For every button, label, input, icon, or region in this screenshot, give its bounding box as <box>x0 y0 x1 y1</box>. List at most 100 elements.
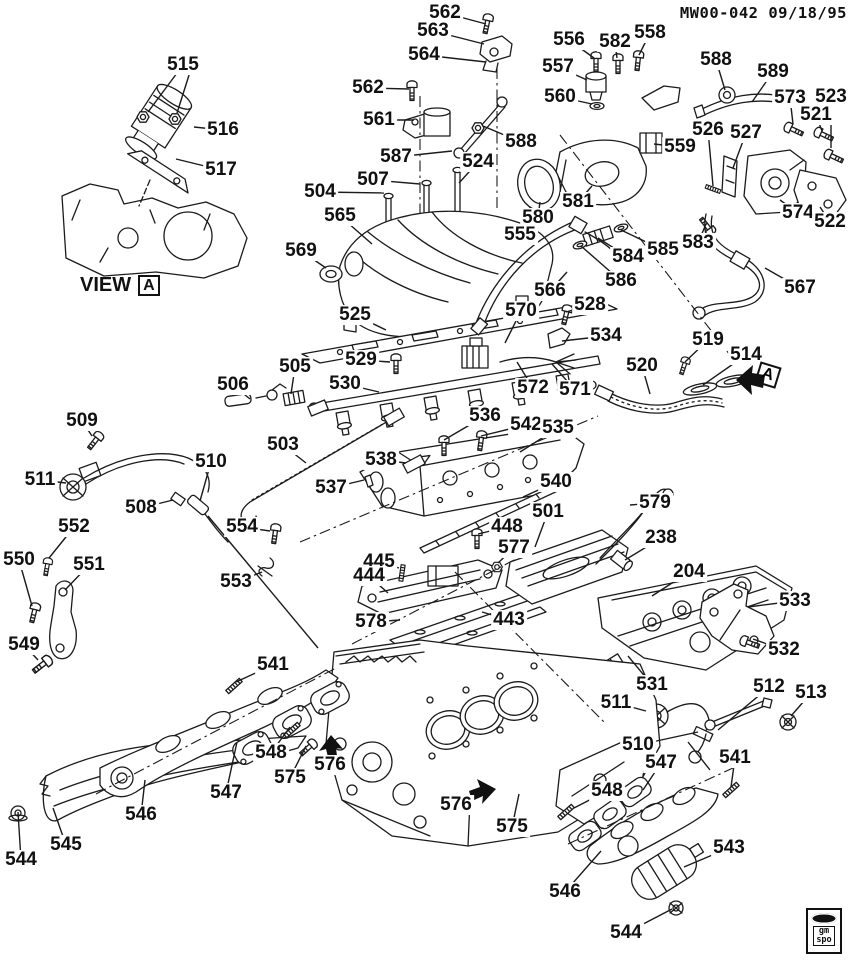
part-label-562: 562 <box>427 2 463 24</box>
part-label-543: 543 <box>711 837 747 859</box>
part-label-519: 519 <box>690 329 726 351</box>
part-label-560: 560 <box>542 86 578 108</box>
part-label-503: 503 <box>265 434 301 456</box>
part-label-555: 555 <box>502 224 538 246</box>
part-label-581: 581 <box>560 191 596 213</box>
part-label-576: 576 <box>438 794 474 816</box>
part-label-511: 511 <box>598 692 634 714</box>
part-label-559: 559 <box>662 136 698 158</box>
part-label-544: 544 <box>3 849 39 871</box>
part-label-510: 510 <box>620 734 656 756</box>
part-label-562: 562 <box>350 77 386 99</box>
part-label-523: 523 <box>813 86 849 108</box>
throttle-body-art <box>517 49 847 320</box>
part-label-573: 573 <box>772 87 808 109</box>
egr-valve-view-a-art <box>61 83 248 279</box>
part-label-584: 584 <box>610 246 646 268</box>
drawing-code: MW00-042 <box>679 4 759 22</box>
part-label-557: 557 <box>540 56 576 78</box>
part-label-504: 504 <box>302 181 338 203</box>
part-label-576: 576 <box>312 754 348 776</box>
part-label-530: 530 <box>327 373 363 395</box>
axis-line <box>299 415 599 543</box>
gm-spo-text: gm spo <box>813 926 835 946</box>
part-label-578: 578 <box>353 611 389 633</box>
part-label-585: 585 <box>645 239 681 261</box>
gm-oval-logo-icon <box>811 913 837 924</box>
part-label-544: 544 <box>608 922 644 944</box>
part-label-448: 448 <box>489 516 525 538</box>
axis-line <box>559 134 741 369</box>
part-label-526: 526 <box>690 119 726 141</box>
part-label-556: 556 <box>551 29 587 51</box>
part-label-204: 204 <box>671 561 707 583</box>
part-label-536: 536 <box>467 405 503 427</box>
part-label-238: 238 <box>643 527 679 549</box>
drawing-number: MW00-042 09/18/95 <box>680 4 847 22</box>
part-label-547: 547 <box>643 752 679 774</box>
part-label-520: 520 <box>624 355 660 377</box>
part-label-546: 546 <box>123 804 159 826</box>
view-a-caption: VIEW A <box>80 274 160 297</box>
part-label-516: 516 <box>205 119 241 141</box>
part-label-550: 550 <box>1 549 37 571</box>
part-label-589: 589 <box>755 61 791 83</box>
part-label-587: 587 <box>378 146 414 168</box>
part-label-535: 535 <box>540 417 576 439</box>
part-label-547: 547 <box>208 782 244 804</box>
part-label-566: 566 <box>532 280 568 302</box>
part-label-541: 541 <box>717 747 753 769</box>
map-sensor-cluster-art <box>402 12 513 159</box>
part-label-553: 553 <box>218 571 254 593</box>
part-label-532: 532 <box>766 639 802 661</box>
part-label-529: 529 <box>343 349 379 371</box>
knock-sensor-left-art <box>59 429 229 543</box>
part-label-548: 548 <box>589 780 625 802</box>
part-label-521: 521 <box>798 104 834 126</box>
view-word: VIEW <box>80 274 132 296</box>
part-label-443: 443 <box>491 609 527 631</box>
part-label-554: 554 <box>224 516 260 538</box>
part-label-506: 506 <box>215 374 251 396</box>
leader-line <box>207 515 319 649</box>
part-label-552: 552 <box>56 516 92 538</box>
part-label-513: 513 <box>793 682 829 704</box>
part-label-509: 509 <box>64 410 100 432</box>
part-label-527: 527 <box>728 122 764 144</box>
part-label-528: 528 <box>572 294 608 316</box>
part-label-580: 580 <box>520 207 556 229</box>
part-label-583: 583 <box>680 232 716 254</box>
part-label-579: 579 <box>637 492 673 514</box>
part-label-525: 525 <box>337 304 373 326</box>
part-label-517: 517 <box>203 159 239 181</box>
part-label-507: 507 <box>355 169 391 191</box>
part-label-564: 564 <box>406 44 442 66</box>
axis-line <box>454 571 607 725</box>
plug-wire-coil-art <box>224 383 405 526</box>
part-label-572: 572 <box>515 377 551 399</box>
part-label-501: 501 <box>530 501 566 523</box>
part-label-567: 567 <box>782 277 818 299</box>
part-label-558: 558 <box>632 22 668 44</box>
part-label-511: 511 <box>22 469 58 491</box>
gm-spo-badge: gm spo <box>806 908 842 954</box>
part-label-577: 577 <box>496 537 532 559</box>
part-label-586: 586 <box>603 270 639 292</box>
part-label-531: 531 <box>634 674 670 696</box>
exhaust-right-art <box>557 776 740 916</box>
part-label-533: 533 <box>777 590 813 612</box>
arrow-a-icon <box>736 365 765 395</box>
part-label-444: 444 <box>351 565 387 587</box>
spark-plug-wires-art <box>470 215 615 349</box>
intake-manifold-art <box>319 210 554 338</box>
part-label-570: 570 <box>503 300 539 322</box>
part-label-571: 571 <box>557 379 593 401</box>
part-label-575: 575 <box>272 767 308 789</box>
part-label-582: 582 <box>597 31 633 53</box>
part-label-588: 588 <box>503 131 539 153</box>
part-label-546: 546 <box>547 881 583 903</box>
part-label-515: 515 <box>165 54 201 76</box>
part-label-538: 538 <box>363 449 399 471</box>
